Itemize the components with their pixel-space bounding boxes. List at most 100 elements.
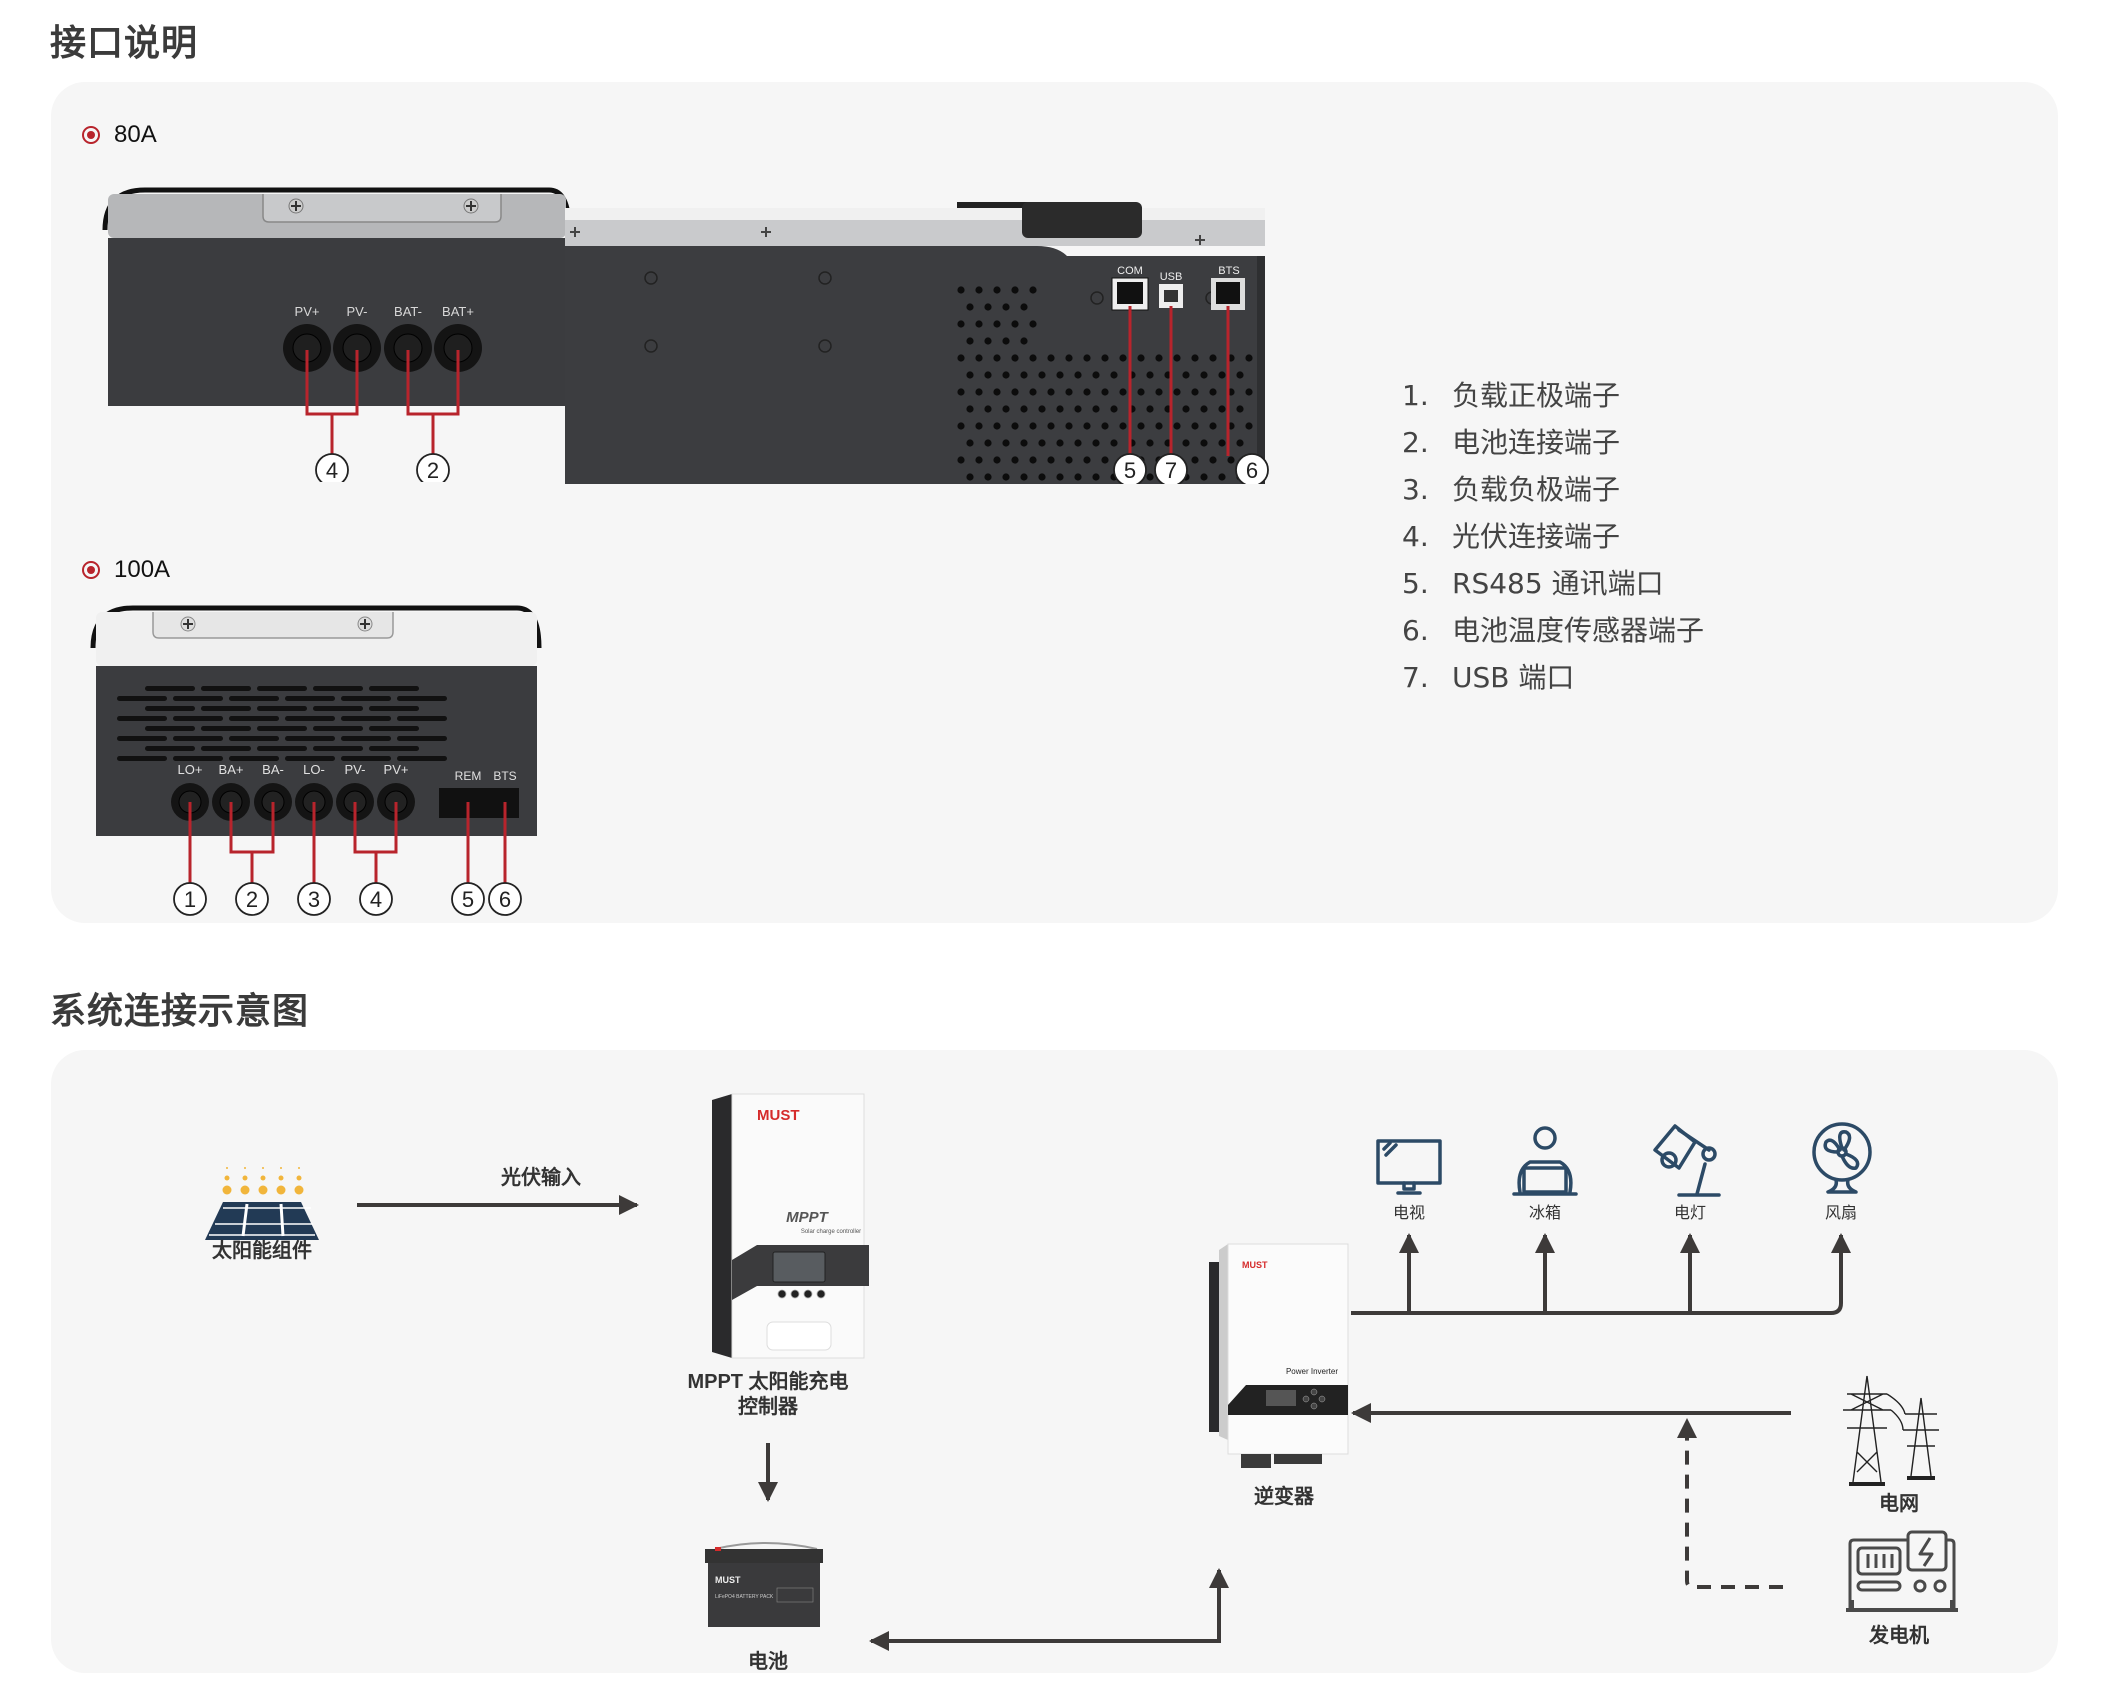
legend-number: 4. — [1402, 520, 1429, 553]
svg-text:3: 3 — [308, 887, 320, 912]
callout-6: 6 — [488, 882, 522, 916]
screw-icon — [761, 227, 771, 237]
svg-text:6: 6 — [499, 887, 511, 912]
callout-lines — [305, 350, 460, 454]
device-body — [565, 246, 1262, 484]
svg-text:2: 2 — [427, 458, 439, 482]
legend-item: 6.电池温度传感器端子 — [1402, 607, 1704, 654]
grid-label: 电网 — [1879, 1492, 1919, 1515]
terminal-label: BA- — [262, 762, 284, 777]
callout-1: 1 — [173, 882, 207, 916]
radio-selected-icon[interactable] — [82, 561, 100, 579]
svg-text:4: 4 — [326, 458, 338, 482]
port-label: BTS — [493, 769, 516, 783]
brand-logo: MUST — [1242, 1260, 1268, 1270]
terminal-label: PV+ — [384, 762, 409, 777]
battery-inverter-arrow — [869, 1568, 1229, 1651]
person-laptop-icon — [1512, 1126, 1578, 1196]
legend-item: 2. 电池连接端子 — [1402, 419, 1704, 466]
legend-text: 电池连接端子 — [1452, 426, 1621, 459]
battery-label: 电池 — [748, 1650, 788, 1673]
port-label: COM — [1117, 265, 1143, 277]
mount-bracket — [262, 194, 502, 223]
screw-icon — [1195, 235, 1205, 245]
svg-text:Power Inverter: Power Inverter — [1286, 1367, 1338, 1376]
vent-slots — [117, 686, 447, 761]
legend-item: 1. 负载正极端子 — [1402, 372, 1704, 419]
callout-3: 3 — [297, 882, 331, 916]
device-80a-front-view: PV+ PV- BAT- BAT+ 4 2 — [102, 187, 571, 482]
tv-icon — [1376, 1139, 1442, 1195]
solar-panel-icon — [205, 1167, 319, 1240]
rem-bts-port-block — [439, 788, 519, 818]
system-diagram: MUST MPPT Solar charge controller MPPT 太… — [205, 1093, 1958, 1673]
inverter-label: 逆变器 — [1254, 1484, 1315, 1508]
desk-lamp-icon — [1653, 1124, 1721, 1197]
screw-icon — [180, 616, 196, 632]
lcd-screen — [772, 1251, 826, 1283]
controller-label-line1: MPPT 太阳能充电 — [687, 1369, 848, 1393]
callout-4: 4 — [359, 882, 393, 916]
model-80a-text: 80A — [114, 121, 157, 148]
legend-item: 5. RS485 通讯端口 — [1402, 560, 1704, 607]
inverter-device: MUST Power Inverter — [1209, 1243, 1349, 1468]
callout-2: 2 — [235, 882, 269, 916]
generator-dashed-arrow — [1677, 1418, 1783, 1589]
port-label: REM — [455, 769, 482, 783]
device-80a-side-view: COM USB BTS 5 7 6 — [565, 202, 1269, 484]
load-label: 电视 — [1393, 1204, 1425, 1222]
legend-text: 负载负极端子 — [1452, 473, 1621, 506]
svg-text:7: 7 — [1165, 458, 1177, 483]
mount-bracket — [152, 612, 394, 639]
terminal-label: PV- — [347, 304, 368, 319]
screw-icon — [357, 616, 373, 632]
load-label: 风扇 — [1825, 1204, 1857, 1222]
model-80a-label[interactable]: 80A — [82, 121, 157, 149]
callout-4: 4 — [315, 453, 349, 482]
callout-6: 6 — [1235, 453, 1269, 484]
callout-2: 2 — [416, 453, 450, 482]
mppt-controller-device: MUST MPPT Solar charge controller — [712, 1093, 869, 1359]
brand-logo: MUST — [715, 1575, 741, 1585]
terminal-label: PV+ — [295, 304, 320, 319]
legend-number: 2. — [1402, 426, 1429, 459]
svg-text:Solar charge controller: Solar charge controller — [801, 1229, 861, 1235]
load-label: 冰箱 — [1529, 1204, 1561, 1222]
legend-text: 负载正极端子 — [1452, 379, 1621, 412]
model-100a-label[interactable]: 100A — [82, 556, 170, 584]
device-body — [108, 238, 566, 406]
legend-item: 7.USB 端口 — [1402, 654, 1704, 701]
generator-label: 发电机 — [1868, 1623, 1929, 1647]
svg-text:MPPT: MPPT — [786, 1209, 830, 1226]
screw-icon — [288, 198, 304, 214]
interface-panel: 80A PV+ PV- BAT- BAT+ 4 2 — [51, 82, 2058, 923]
model-100a-text: 100A — [114, 556, 171, 583]
legend-number: 7. — [1402, 661, 1429, 694]
legend-text: RS485 通讯端口 — [1452, 567, 1664, 600]
controller-label-line2: 控制器 — [738, 1394, 799, 1418]
svg-text:6: 6 — [1246, 458, 1258, 483]
terminal-label: PV- — [345, 762, 366, 777]
terminal-label: LO+ — [178, 762, 203, 777]
svg-text:5: 5 — [1124, 458, 1136, 483]
callout-7: 7 — [1154, 453, 1188, 484]
radio-selected-icon[interactable] — [82, 126, 100, 144]
power-tower-icon — [1843, 1375, 1939, 1486]
svg-text:4: 4 — [370, 887, 382, 912]
legend-number: 5. — [1402, 567, 1429, 600]
solar-label: 太阳能组件 — [212, 1238, 312, 1262]
terminal-label: BA+ — [219, 762, 244, 777]
brand-logo: MUST — [757, 1107, 800, 1124]
interface-section-title: 接口说明 — [50, 23, 199, 64]
system-diagram-panel: MUST MPPT Solar charge controller MPPT 太… — [51, 1050, 2058, 1673]
legend-number: 1. — [1402, 379, 1429, 412]
callout-lines — [188, 802, 507, 884]
terminal-label: LO- — [303, 762, 325, 777]
terminal-label: BAT+ — [442, 304, 474, 319]
terminal-label: BAT- — [394, 304, 422, 319]
callout-5: 5 — [1113, 453, 1147, 484]
legend-item: 3.负载负极端子 — [1402, 466, 1704, 513]
